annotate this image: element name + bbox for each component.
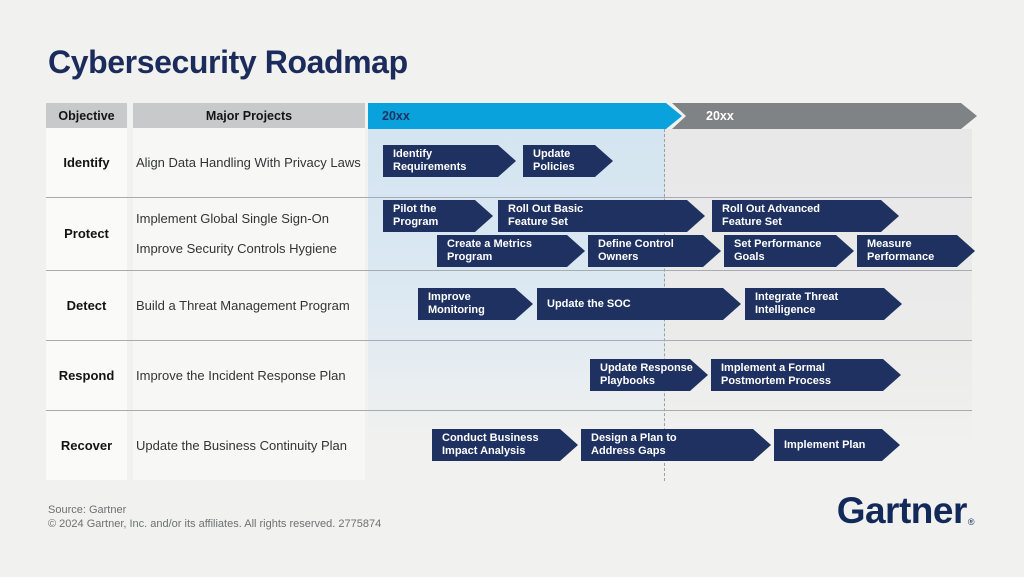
task-label-line: Integrate Threat bbox=[755, 291, 839, 304]
source-note: Source: Gartner bbox=[48, 504, 127, 516]
task-label-line: Create a Metrics bbox=[447, 238, 532, 251]
task-label-line: Update bbox=[533, 148, 571, 161]
timeline-header-period2-arrow: 20xx bbox=[672, 103, 977, 129]
task-label-line: Program bbox=[447, 251, 493, 263]
major-projects-respond: Improve the Incident Response Plan bbox=[133, 340, 365, 410]
task-label-line: Postmortem Process bbox=[721, 375, 832, 387]
project-text: Align Data Handling With Privacy Laws bbox=[136, 155, 361, 170]
task-label-line: Goals bbox=[734, 251, 765, 263]
major-projects-recover: Update the Business Continuity Plan bbox=[133, 410, 365, 480]
major-projects-identify: Align Data Handling With Privacy Laws bbox=[133, 128, 365, 197]
task-label-line: Implement a Formal bbox=[721, 362, 825, 375]
task-label-line: Conduct Business bbox=[442, 432, 539, 445]
project-text: Improve Security Controls Hygiene bbox=[136, 240, 337, 256]
page-title: Cybersecurity Roadmap bbox=[48, 44, 408, 80]
task-label-line: Program bbox=[393, 216, 439, 228]
task-label-line: Address Gaps bbox=[591, 445, 666, 457]
registered-trademark-icon: ® bbox=[967, 517, 975, 527]
gartner-wordmark: Gartner bbox=[836, 490, 968, 531]
task-label-line: Monitoring bbox=[428, 304, 485, 316]
objective-label-respond: Respond bbox=[46, 340, 127, 410]
task-label-line: Roll Out Advanced bbox=[722, 203, 820, 216]
column-header-major-projects: Major Projects bbox=[133, 103, 365, 129]
task-label-line: Improve bbox=[428, 291, 471, 304]
project-text: Update the Business Continuity Plan bbox=[136, 437, 348, 453]
task-label-line: Define Control bbox=[598, 238, 674, 251]
task-label-line: Pilot the bbox=[393, 203, 437, 216]
task-label-line: Intelligence bbox=[755, 304, 816, 316]
task-arrow-implement-plan: Implement Plan bbox=[774, 429, 900, 461]
task-label-line: Performance bbox=[867, 251, 935, 263]
project-text: Implement Global Single Sign-On bbox=[136, 211, 329, 227]
task-label-line: Playbooks bbox=[600, 375, 656, 387]
task-label-line: Impact Analysis bbox=[442, 445, 526, 457]
project-text: Improve the Incident Response Plan bbox=[136, 367, 346, 383]
task-label-line: Policies bbox=[533, 161, 575, 173]
task-label-line: Owners bbox=[598, 251, 639, 263]
task-label-line: Feature Set bbox=[508, 216, 568, 228]
gartner-logo: Gartner ® bbox=[836, 490, 975, 532]
task-label-line: Update Response bbox=[600, 362, 693, 375]
task-label-line: Identify bbox=[393, 148, 433, 161]
task-label-line: Update the SOC bbox=[547, 297, 631, 310]
copyright-note: © 2024 Gartner, Inc. and/or its affiliat… bbox=[48, 518, 382, 530]
objective-label-detect: Detect bbox=[46, 270, 127, 340]
task-arrow-update-the-soc: Update the SOC bbox=[537, 288, 741, 320]
task-label-line: Requirements bbox=[393, 161, 467, 173]
row-separator bbox=[46, 340, 972, 341]
task-label-line: Measure bbox=[867, 238, 912, 251]
task-label-line: Feature Set bbox=[722, 216, 782, 228]
objective-label-protect: Protect bbox=[46, 197, 127, 270]
row-separator bbox=[46, 410, 972, 411]
row-separator bbox=[46, 270, 972, 271]
objective-label-recover: Recover bbox=[46, 410, 127, 480]
task-label-line: Roll Out Basic bbox=[508, 203, 584, 216]
objective-label-identify: Identify bbox=[46, 128, 127, 197]
project-text: Build a Threat Management Program bbox=[136, 297, 350, 313]
task-label-line: Implement Plan bbox=[784, 438, 866, 451]
timeline-header-period1-arrow: 20xx bbox=[368, 103, 682, 129]
task-label-line: Design a Plan to bbox=[591, 432, 677, 445]
column-header-objective: Objective bbox=[46, 103, 127, 129]
task-label-line: Set Performance bbox=[734, 238, 822, 251]
major-projects-detect: Build a Threat Management Program bbox=[133, 270, 365, 340]
row-separator bbox=[46, 197, 972, 198]
